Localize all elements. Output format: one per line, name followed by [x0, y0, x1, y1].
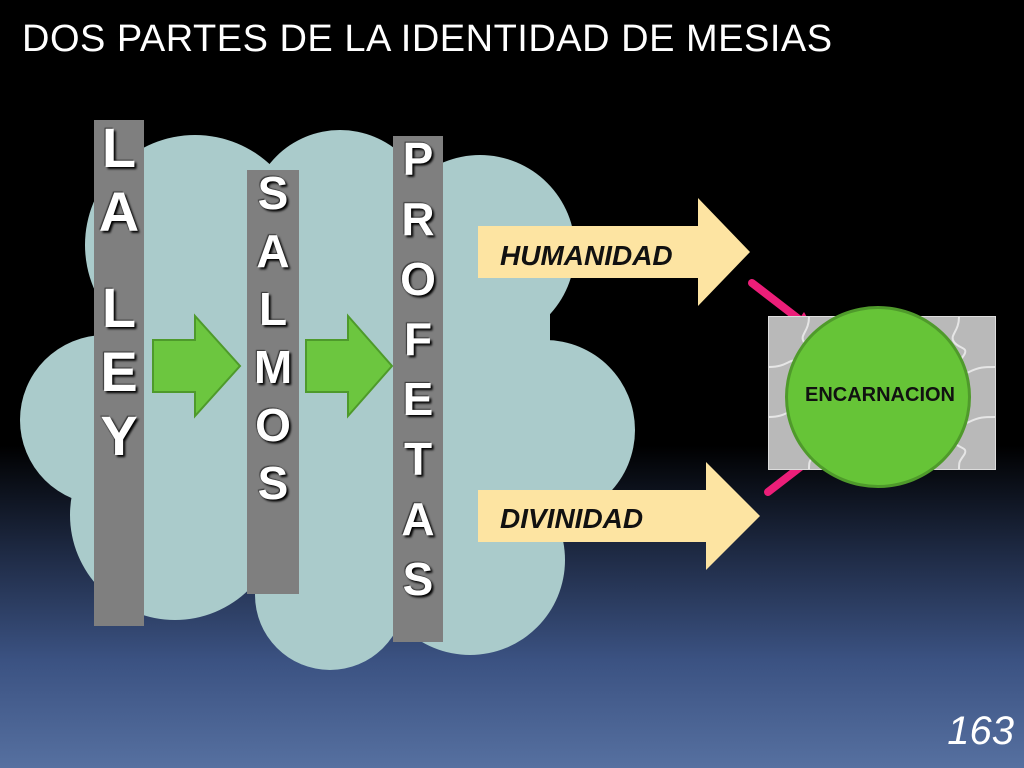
bar-letter: L — [258, 283, 288, 335]
bar-letter: A — [256, 225, 290, 277]
slide-number: 163 — [947, 709, 1014, 753]
bar-salmos: S A L M O S — [247, 170, 299, 594]
bar-profetas: P R O F E T A S — [393, 136, 443, 642]
humanidad-arrow-icon — [478, 198, 750, 306]
divinidad-label: DIVINIDAD — [500, 503, 644, 534]
encarnacion-circle — [785, 306, 971, 488]
encarnacion-label: ENCARNACION — [805, 384, 955, 406]
green-arrow-right-icon — [152, 313, 242, 419]
green-arrow-right-icon — [305, 313, 394, 419]
bar-letter: T — [403, 433, 433, 485]
bar-letter: S — [257, 167, 289, 219]
bar-letter: S — [257, 457, 289, 509]
bar-letter: R — [401, 193, 435, 245]
bar-letter: E — [100, 340, 138, 403]
bar-letter: O — [400, 253, 436, 305]
bar-letter: M — [253, 341, 293, 393]
bar-la-ley: L A L E Y — [94, 120, 144, 626]
bar-letter: O — [255, 399, 291, 451]
bar-letter: L — [101, 276, 137, 339]
bar-letter: L — [101, 116, 137, 179]
humanidad-label: HUMANIDAD — [500, 240, 673, 271]
bar-letter: P — [402, 133, 434, 185]
bar-letter: F — [403, 313, 433, 365]
bar-letter: Y — [100, 404, 138, 467]
bar-letter: S — [402, 553, 434, 605]
bar-letter: A — [98, 180, 140, 243]
bar-letter: A — [401, 493, 435, 545]
bar-letter: E — [402, 373, 434, 425]
slide-title: DOS PARTES DE LA IDENTIDAD DE MESIAS — [22, 18, 833, 60]
divinidad-arrow-icon — [478, 462, 760, 570]
